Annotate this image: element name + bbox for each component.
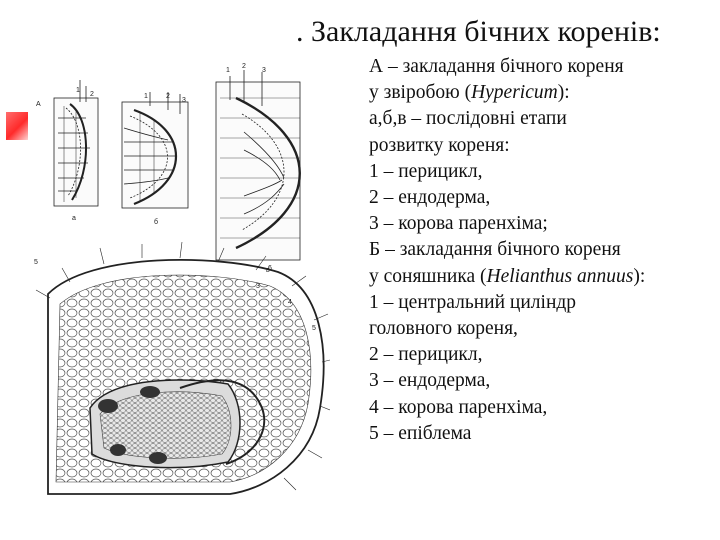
caption-text: розвитку кореня:	[369, 134, 510, 156]
label-b-3: 3	[256, 283, 260, 290]
caption-text-tail: ):	[633, 265, 646, 287]
label-stage-b: б	[154, 218, 158, 226]
label-epiblema-5: 5	[34, 259, 38, 266]
label-stage-c: в	[266, 267, 270, 274]
caption-text-tail: ):	[557, 82, 570, 104]
caption-line: головного кореня,	[369, 316, 714, 342]
slide-title: . Закладання бічних коренів:	[296, 15, 661, 48]
latin-species-name: Hypericum	[471, 82, 558, 104]
caption-line: 3 – корова паренхіма;	[369, 211, 714, 237]
caption-text: а,б,в – послідовні етапи	[369, 108, 567, 130]
label-stage-a: а	[72, 215, 76, 222]
caption-line: Б – закладання бічного кореня	[369, 237, 714, 263]
bullet-accent-icon	[6, 112, 28, 140]
label-a-1: 1	[76, 87, 80, 94]
label-c-3: 3	[262, 67, 266, 74]
caption-line: 4 – корова паренхіма,	[369, 395, 714, 421]
caption-text: головного кореня,	[369, 318, 518, 340]
stage-b-cross-section	[35, 241, 330, 495]
caption-line: 3 – ендодерма,	[369, 368, 714, 394]
caption-line: 1 – перицикл,	[369, 159, 714, 185]
caption-text: 5 – епіблема	[369, 422, 472, 444]
caption-text: 2 – ендодерма,	[369, 187, 491, 209]
label-c-1: 1	[226, 67, 230, 74]
stage-c-drawing	[215, 70, 301, 261]
label-b-1: 1	[144, 93, 148, 100]
caption-line: 2 – ендодерма,	[369, 185, 714, 211]
caption-line: А – закладання бічного кореня	[369, 54, 714, 80]
label-b-5-right: 5	[312, 325, 316, 332]
label-b-3: 3	[182, 97, 186, 104]
caption-text: 3 – корова паренхіма;	[369, 213, 548, 235]
caption-line: у соняшника (Helianthus annuus):	[369, 264, 714, 290]
caption-line: розвитку кореня:	[369, 133, 714, 159]
caption-text: у соняшника (	[369, 265, 487, 287]
caption-line: у звіробою (Hypericum):	[369, 80, 714, 106]
label-c-2: 2	[242, 63, 246, 70]
caption-text: 2 – перицикл,	[369, 344, 483, 366]
caption-line: 2 – перицикл,	[369, 342, 714, 368]
label-b-2: 2	[166, 93, 170, 100]
stage-b-drawing	[121, 92, 189, 209]
caption-text: Б – закладання бічного кореня	[369, 239, 621, 261]
caption-text: 3 – ендодерма,	[369, 370, 491, 392]
caption-text: А – закладання бічного кореня	[369, 56, 624, 77]
caption-text: 4 – корова паренхіма,	[369, 396, 548, 418]
root-section-illustration: А 1 2 а 1 2 3 б 1 2 3 в 5 6 3 4 5	[30, 58, 330, 503]
botanical-drawing: А 1 2 а 1 2 3 б 1 2 3 в 5 6 3 4 5	[34, 63, 330, 495]
latin-species-name: Helianthus annuus	[486, 265, 634, 287]
caption-text: 1 – центральний циліндр	[369, 291, 577, 313]
caption-line: 5 – епіблема	[369, 421, 714, 447]
caption-line: 1 – центральний циліндр	[369, 290, 714, 316]
label-b-6: 6	[268, 265, 272, 272]
figure-caption: А – закладання бічного кореня у звіробою …	[369, 54, 714, 447]
label-b-4: 4	[288, 299, 292, 306]
label-a-2: 2	[90, 91, 94, 98]
stage-a-drawing	[53, 80, 99, 207]
label-part-a: А	[36, 101, 41, 108]
caption-line: а,б,в – послідовні етапи	[369, 106, 714, 132]
caption-text: 1 – перицикл,	[369, 160, 483, 182]
caption-text: у звіробою (	[369, 82, 472, 104]
